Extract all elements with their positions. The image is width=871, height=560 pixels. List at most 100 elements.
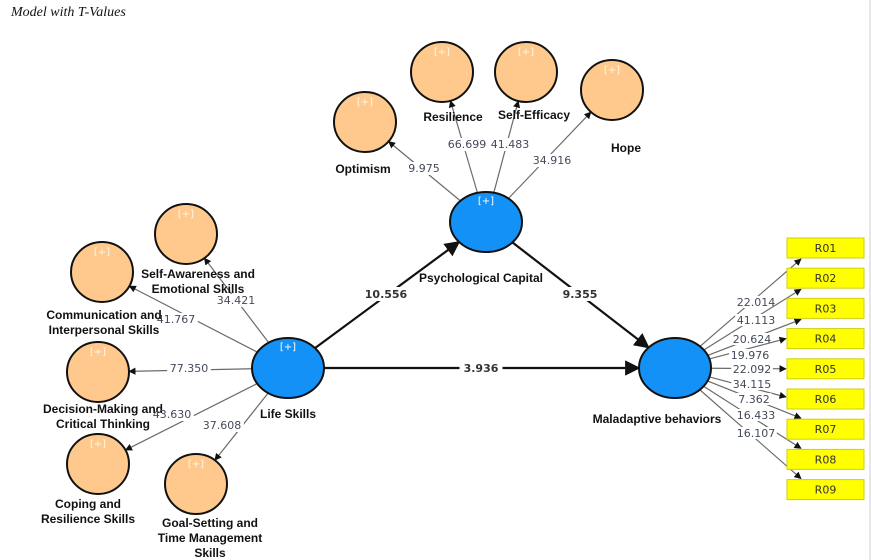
label-life-skills: Life Skills: [260, 407, 316, 421]
indicator-label-r09: R09: [815, 484, 837, 497]
path-tvalue-psychological-capital-to-maladaptive-behaviors: 9.355: [563, 288, 598, 301]
indicator-r01[interactable]: [786, 237, 865, 259]
tvalue-bg: [731, 333, 773, 345]
nodes-layer: [+][+][+][+][+][+][+][+][+][+][+]: [66, 41, 865, 515]
expand-icon: [+]: [357, 97, 373, 108]
indicator-label-r05: R05: [815, 363, 837, 376]
construct-hope[interactable]: [580, 59, 644, 121]
tvalue-bg: [405, 162, 443, 175]
tvalue-r09: 16.107: [737, 427, 776, 440]
tvalue-bg: [735, 296, 777, 308]
construct-communication-and[interactable]: [70, 241, 134, 303]
expand-icon: [+]: [188, 459, 204, 470]
tvalue-bg: [488, 138, 532, 151]
tvalue-coping-and: 43.630: [153, 408, 192, 421]
label-hope: Hope: [611, 141, 641, 155]
label-self-awareness-and: Self-Awareness and: [141, 267, 255, 281]
label-decision-making-and: Critical Thinking: [56, 417, 150, 431]
indicator-r05[interactable]: [786, 358, 865, 380]
indicator-r03[interactable]: [786, 297, 865, 319]
tvalue-bg: [729, 349, 771, 361]
label-maladaptive-behaviors: Maladaptive behaviors: [593, 412, 722, 426]
label-decision-making-and: Decision-Making and: [43, 402, 163, 416]
labels-layer: 9.975 Optimism 66.699 Resilience 41.483Self-…: [41, 108, 836, 560]
path-tvalue-life-skills-to-maladaptive-behaviors: 3.936: [464, 362, 499, 375]
expand-icon: [+]: [604, 65, 620, 76]
tvalue-bg: [731, 378, 773, 390]
tvalue-r01: 22.014: [737, 296, 776, 309]
construct-decision-making-and[interactable]: [66, 341, 130, 403]
indicator-label-r07: R07: [815, 423, 837, 436]
label-goal-setting-and: Skills: [194, 546, 226, 560]
tvalue-bg: [167, 362, 211, 375]
tvalue-goal-setting-and: 37.608: [203, 419, 242, 432]
indicator-r06[interactable]: [786, 388, 865, 410]
indicator-r02[interactable]: [786, 267, 865, 289]
tvalue-hope: 34.916: [533, 154, 572, 167]
tvalue-bg: [214, 294, 258, 307]
construct-coping-and[interactable]: [66, 433, 130, 495]
construct-optimism[interactable]: [333, 91, 397, 153]
expand-icon: [+]: [280, 342, 296, 353]
construct-self-efficacy[interactable]: [494, 41, 558, 103]
path-tvalue-life-skills-to-psychological-capital: 10.556: [365, 288, 408, 301]
indicator-label-r06: R06: [815, 393, 837, 406]
indicator-arrow-r04: [709, 336, 787, 360]
figure-caption: Model with T-Values: [11, 5, 126, 20]
tvalue-bg: [200, 419, 244, 432]
tvalue-r05: 22.092: [733, 363, 772, 376]
tvalue-communication-and: 41.767: [157, 313, 196, 326]
label-coping-and: Coping and: [55, 497, 121, 511]
tvalue-bg: [445, 138, 489, 151]
label-resilience: Resilience: [423, 110, 483, 124]
label-coping-and: Resilience Skills: [41, 512, 135, 526]
expand-icon: [+]: [90, 439, 106, 450]
indicator-r04[interactable]: [786, 328, 865, 350]
tvalue-optimism: 9.975: [408, 162, 440, 175]
expand-icon: [+]: [90, 347, 106, 358]
tvalue-r06: 34.115: [733, 378, 772, 391]
indicator-label-r08: R08: [815, 453, 837, 466]
tvalue-bg: [736, 393, 772, 405]
label-communication-and: Communication and: [46, 308, 161, 322]
indicator-label-r01: R01: [815, 242, 837, 255]
construct-goal-setting-and[interactable]: [164, 453, 228, 515]
tvalue-r03: 20.624: [733, 333, 772, 346]
tvalue-bg: [530, 154, 574, 167]
tvalue-resilience: 66.699: [448, 138, 487, 151]
expand-icon: [+]: [434, 47, 450, 58]
tvalue-self-awareness-and: 34.421: [217, 294, 256, 307]
label-self-awareness-and: Emotional Skills: [152, 282, 245, 296]
label-goal-setting-and: Time Management: [158, 531, 262, 545]
label-communication-and: Interpersonal Skills: [49, 323, 160, 337]
construct-self-awareness-and[interactable]: [154, 203, 218, 265]
tvalue-bg: [459, 361, 503, 375]
canvas-edge: [869, 0, 871, 560]
tvalue-bg: [360, 287, 412, 301]
tvalue-bg: [150, 408, 194, 421]
tvalue-bg: [154, 313, 198, 326]
indicator-label-r03: R03: [815, 302, 837, 315]
expand-icon: [+]: [478, 196, 494, 207]
indicator-r08[interactable]: [786, 448, 865, 470]
label-optimism: Optimism: [335, 162, 390, 176]
construct-resilience[interactable]: [410, 41, 474, 103]
indicator-r07[interactable]: [786, 418, 865, 440]
tvalue-r07: 7.362: [738, 393, 770, 406]
indicator-label-r04: R04: [815, 333, 837, 346]
label-goal-setting-and: Goal-Setting and: [162, 516, 258, 530]
tvalue-r02: 41.113: [737, 314, 776, 327]
indicator-label-r02: R02: [815, 272, 837, 285]
indicator-r09[interactable]: [786, 479, 865, 501]
tvalue-bg: [558, 287, 602, 301]
construct-maladaptive-behaviors[interactable]: [638, 337, 712, 399]
tvalue-bg: [735, 314, 777, 326]
tvalue-r08: 16.433: [737, 409, 776, 422]
expand-icon: [+]: [178, 209, 194, 220]
tvalue-bg: [731, 363, 773, 375]
construct-life-skills[interactable]: [251, 337, 325, 399]
tvalue-self-efficacy: 41.483: [491, 138, 530, 151]
tvalue-bg: [735, 409, 777, 421]
construct-psychological-capital[interactable]: [449, 191, 523, 253]
